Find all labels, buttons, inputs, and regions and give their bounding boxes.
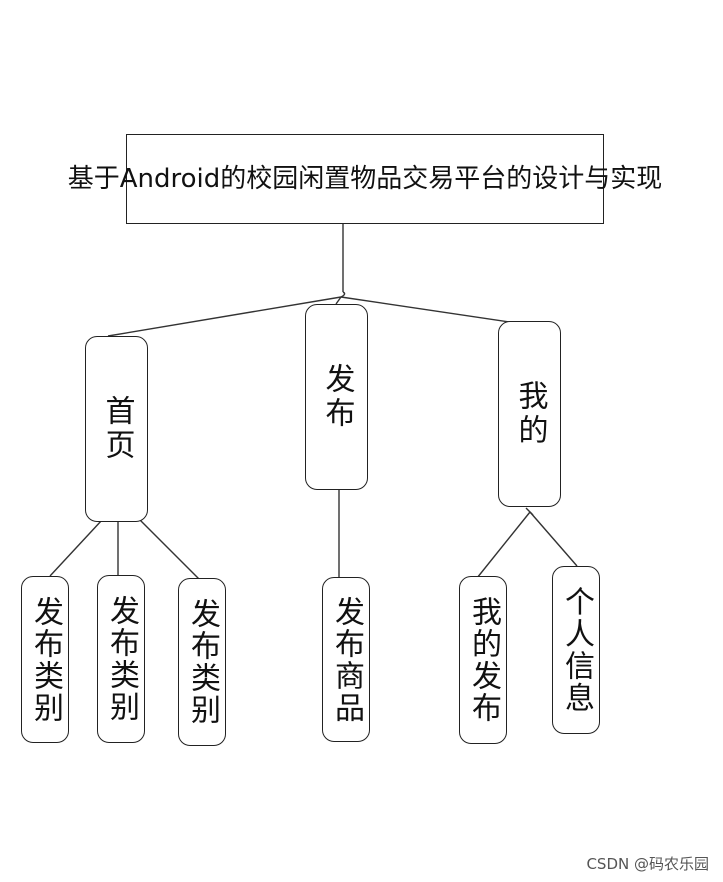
root-title-line-2: 平台的设计与实现	[454, 164, 663, 194]
edge-to-publish	[335, 296, 342, 305]
edge-mine-tick	[525, 507, 534, 516]
node-home-child-1-label: 发布类别	[28, 595, 63, 724]
node-mine-child-2: 个人信息	[552, 566, 600, 734]
node-mine-child-1: 我的发布	[459, 576, 507, 744]
node-publish-child-1-label: 发布商品	[329, 595, 364, 724]
node-mine-child-1-label: 我的发布	[466, 596, 501, 724]
edge-to-mine	[340, 296, 517, 324]
node-home: 首页	[85, 336, 148, 522]
node-publish-label: 发布	[319, 363, 355, 431]
node-home-child-2: 发布类别	[97, 575, 145, 743]
node-home-child-1: 发布类别	[21, 576, 69, 743]
edge-to-home	[107, 296, 342, 337]
node-home-label: 首页	[99, 395, 135, 463]
node-home-child-2-label: 发布类别	[104, 595, 139, 723]
node-mine-label: 我的	[512, 380, 548, 448]
node-mine-child-2-label: 个人信息	[559, 586, 594, 714]
node-home-child-3-label: 发布类别	[185, 598, 220, 726]
edge-home-child-3	[139, 519, 201, 581]
root-title-box: 基于Android的校园闲置物品交易 平台的设计与实现	[68, 134, 662, 224]
root-title-line-1: 基于Android的校园闲置物品交易	[67, 164, 455, 194]
edge-mine-child-1	[476, 511, 531, 579]
edge-mine-child-2	[529, 511, 578, 567]
node-publish: 发布	[305, 304, 368, 490]
edge-home-child-1	[49, 519, 103, 577]
node-home-child-3: 发布类别	[178, 578, 226, 746]
watermark: CSDN @码农乐园	[586, 855, 709, 873]
node-publish-child-1: 发布商品	[322, 577, 370, 742]
edge-junction-curl	[340, 291, 346, 298]
node-mine: 我的	[498, 321, 561, 507]
